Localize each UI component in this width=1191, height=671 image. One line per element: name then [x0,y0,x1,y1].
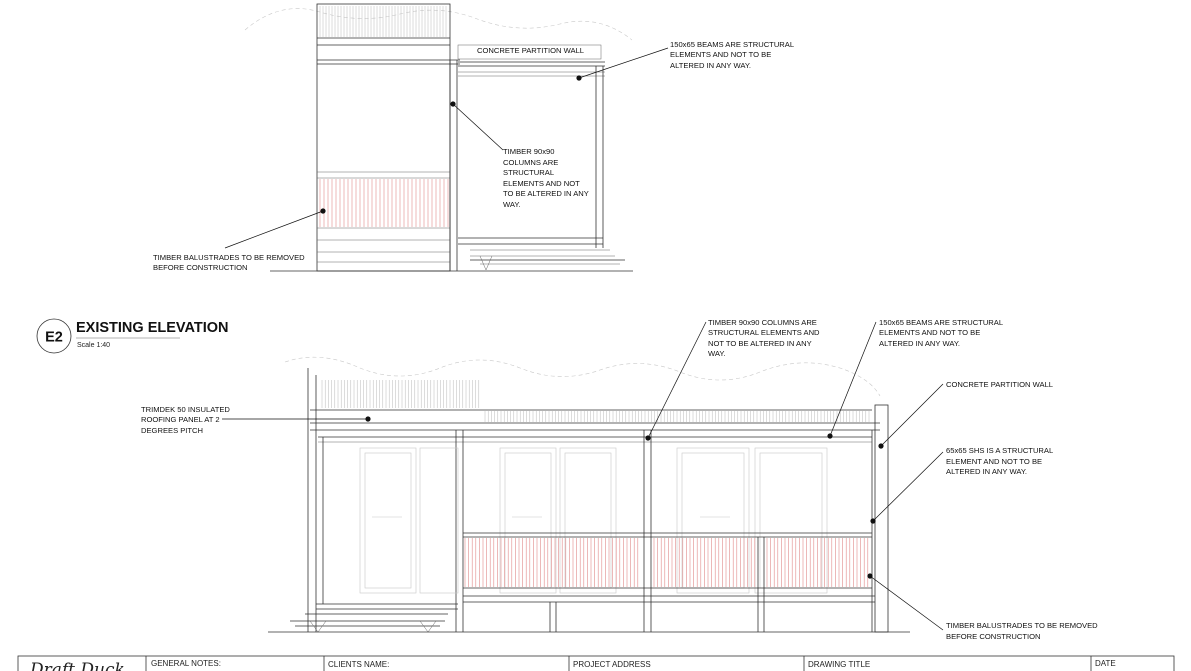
general-notes-label: GENERAL NOTES: [151,659,221,668]
elevation-id: E2 [45,330,63,346]
svg-text:NOT TO BE ALTERED IN ANY: NOT TO BE ALTERED IN ANY [708,339,812,348]
top-elevation: CONCRETE PARTITION WALL 150x65 BEAMS ARE… [153,3,794,272]
clients-name-label: CLIENTS NAME: [328,660,389,669]
elevation-title-marker: E2 EXISTING ELEVATION Scale 1:40 [36,318,229,354]
bottom-balustrades-note: TIMBER BALUSTRADES TO BE REMOVED BEFORE … [946,621,1098,641]
top-balustrades-note: TIMBER BALUSTRADES TO BE REMOVED BEFORE … [153,253,305,272]
elevation-scale: Scale 1:40 [77,342,110,349]
top-partition-wall-label: CONCRETE PARTITION WALL [477,46,584,55]
background-doors [359,447,828,594]
svg-text:DEGREES PITCH: DEGREES PITCH [141,426,203,435]
svg-text:WAY.: WAY. [708,349,726,358]
svg-text:150x65 BEAMS ARE STRUCTURAL: 150x65 BEAMS ARE STRUCTURAL [879,318,1003,327]
svg-text:ALTERED IN ANY WAY.: ALTERED IN ANY WAY. [879,339,960,348]
svg-text:WAY.: WAY. [503,200,521,209]
svg-text:TIMBER 90x90: TIMBER 90x90 [503,147,555,156]
bottom-elevation: TRIMDEK 50 INSULATED ROOFING PANEL AT 2 … [141,318,1098,641]
svg-text:ELEMENTS AND NOT TO BE: ELEMENTS AND NOT TO BE [670,50,771,59]
top-columns-note: TIMBER 90x90 COLUMNS ARE STRUCTURAL ELEM… [503,147,589,209]
svg-text:ELEMENTS AND NOT TO BE: ELEMENTS AND NOT TO BE [879,328,980,337]
svg-text:ELEMENT AND NOT TO BE: ELEMENT AND NOT TO BE [946,457,1042,466]
svg-text:STRUCTURAL ELEMENTS AND: STRUCTURAL ELEMENTS AND [708,328,820,337]
svg-text:TIMBER BALUSTRADES TO BE REMOV: TIMBER BALUSTRADES TO BE REMOVED [153,253,305,262]
svg-text:TIMBER BALUSTRADES TO BE REMOV: TIMBER BALUSTRADES TO BE REMOVED [946,621,1098,630]
title-block: Draft Duck GENERAL NOTES: CLIENTS NAME: … [17,655,1175,671]
bottom-balustrade [464,538,869,587]
svg-text:BEFORE CONSTRUCTION: BEFORE CONSTRUCTION [946,632,1041,641]
svg-text:ELEMENTS AND NOT: ELEMENTS AND NOT [503,179,580,188]
svg-text:STRUCTURAL: STRUCTURAL [503,168,554,177]
svg-text:TO BE ALTERED IN ANY: TO BE ALTERED IN ANY [503,189,589,198]
bottom-roof-hatch [321,380,870,422]
svg-text:65x65 SHS IS A STRUCTURAL: 65x65 SHS IS A STRUCTURAL [946,446,1053,455]
elevation-title: EXISTING ELEVATION [76,320,229,336]
bottom-partition-wall-label: CONCRETE PARTITION WALL [946,380,1053,389]
drawing-title-label: DRAWING TITLE [808,660,870,669]
bottom-shs-note: 65x65 SHS IS A STRUCTURAL ELEMENT AND NO… [946,446,1053,476]
svg-text:BEFORE CONSTRUCTION: BEFORE CONSTRUCTION [153,263,248,272]
bottom-beams-note: 150x65 BEAMS ARE STRUCTURAL ELEMENTS AND… [879,318,1003,348]
bottom-roofing-note: TRIMDEK 50 INSULATED ROOFING PANEL AT 2 … [141,405,230,435]
svg-text:ALTERED IN ANY WAY.: ALTERED IN ANY WAY. [670,61,751,70]
svg-text:COLUMNS ARE: COLUMNS ARE [503,158,558,167]
date-label: DATE [1095,659,1116,668]
bottom-columns-note: TIMBER 90x90 COLUMNS ARE STRUCTURAL ELEM… [708,318,820,358]
svg-text:150x65 BEAMS ARE STRUCTURAL: 150x65 BEAMS ARE STRUCTURAL [670,40,794,49]
project-address-label: PROJECT ADDRESS [573,660,651,669]
top-roof-hatch [319,6,447,37]
company-logo: Draft Duck [29,660,125,671]
top-beams-note: 150x65 BEAMS ARE STRUCTURAL ELEMENTS AND… [670,40,794,70]
svg-text:ROOFING PANEL AT 2: ROOFING PANEL AT 2 [141,415,220,424]
svg-text:ALTERED IN ANY WAY.: ALTERED IN ANY WAY. [946,467,1027,476]
svg-text:TIMBER 90x90 COLUMNS ARE: TIMBER 90x90 COLUMNS ARE [708,318,817,327]
svg-text:TRIMDEK 50 INSULATED: TRIMDEK 50 INSULATED [141,405,230,414]
top-balustrade [319,179,449,227]
